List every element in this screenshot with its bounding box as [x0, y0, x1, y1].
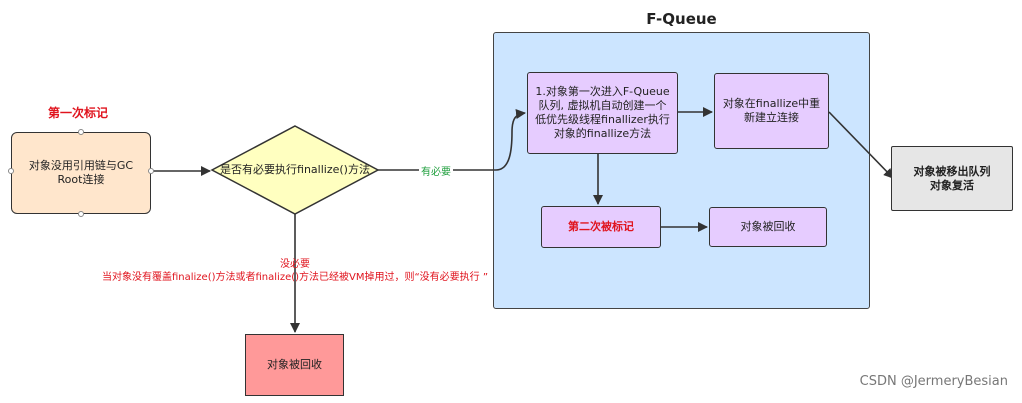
- watermark: CSDN @JermeryBesian: [859, 374, 1008, 389]
- first-mark-label: 第一次标记: [48, 106, 109, 120]
- node-removed-from-queue-text: 对象被移出队列 对象复活: [913, 164, 991, 192]
- node-recycled-direct-text: 对象被回收: [267, 358, 322, 371]
- edge-label-no-detail: 当对象没有覆盖finalize()方法或者finalize()方法已经被VM掉用…: [101, 272, 489, 283]
- connection-handle: [78, 211, 84, 217]
- node-no-gc-root-reference-text: 对象没用引用链与GC Root连接: [28, 159, 134, 186]
- node-second-mark: 第二次被标记: [541, 206, 661, 248]
- node-removed-from-queue: 对象被移出队列 对象复活: [891, 146, 1013, 211]
- edge-label-yes: 有必要: [419, 163, 453, 178]
- edge-label-no: 没必要 当对象没有覆盖finalize()方法或者finalize()方法已经被…: [0, 258, 590, 284]
- node-rebind-in-finalize: 对象在finallize中重新建立连接: [714, 73, 829, 149]
- node-recycled-direct: 对象被回收: [245, 334, 344, 396]
- edge-rebind-to-escape: [828, 111, 894, 179]
- node-no-gc-root-reference: 对象没用引用链与GC Root连接: [11, 132, 151, 214]
- edge-label-no-title: 没必要: [280, 259, 310, 270]
- node-decision-need-finalize-text: 是否有必要执行finallize()方法: [220, 163, 370, 176]
- node-first-into-f-queue: 1.对象第一次进入F-Queue队列, 虚拟机自动创建一个低优先级线程final…: [527, 72, 678, 154]
- connection-handle: [148, 168, 154, 174]
- connection-handle: [8, 168, 14, 174]
- f-queue-title: F-Queue: [646, 10, 717, 28]
- node-second-mark-text: 第二次被标记: [568, 220, 634, 233]
- edge-decision-to-queue: [378, 109, 526, 171]
- node-decision-need-finalize: 是否有必要执行finallize()方法: [212, 126, 378, 214]
- node-recycled-in-queue-text: 对象被回收: [740, 220, 796, 233]
- node-first-into-f-queue-text: 1.对象第一次进入F-Queue队列, 虚拟机自动创建一个低优先级线程final…: [535, 85, 670, 140]
- connection-handle: [78, 129, 84, 135]
- node-recycled-in-queue: 对象被回收: [709, 207, 827, 247]
- node-rebind-in-finalize-text: 对象在finallize中重新建立连接: [722, 97, 821, 124]
